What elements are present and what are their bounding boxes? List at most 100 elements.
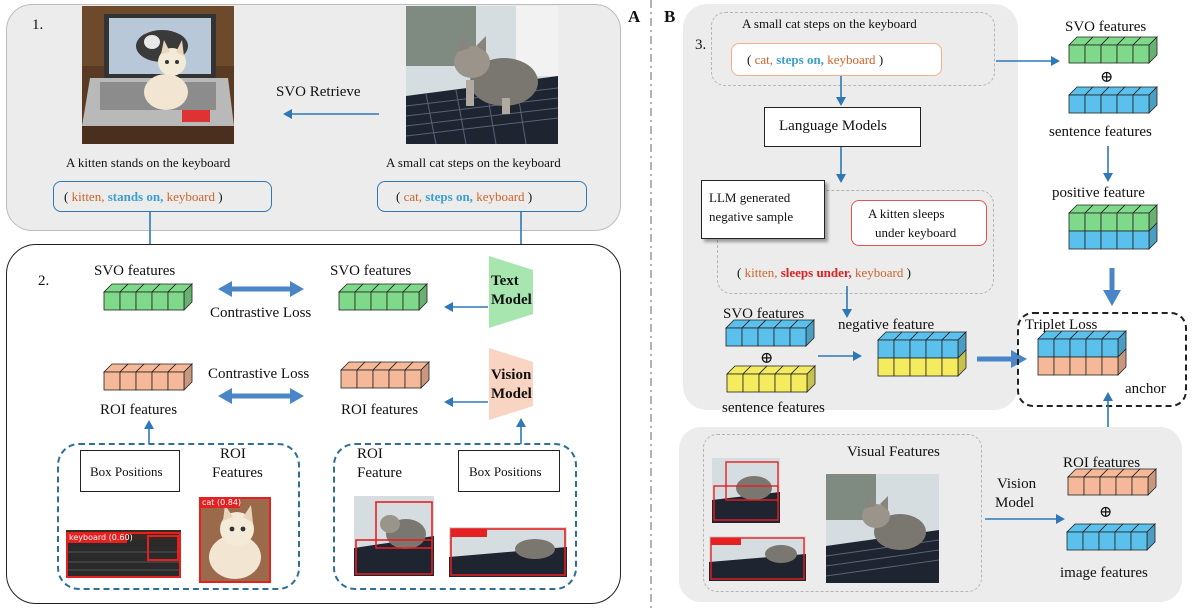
right-caption: A small cat steps on the keyboard (386, 155, 561, 170)
roi-features-title-line1: ROI (220, 446, 246, 462)
panel3-oplus: ⊕ (760, 350, 774, 367)
vision-model-line2: Model (491, 386, 532, 402)
text-model-line1: Text (491, 273, 519, 289)
section-label-a: A (628, 7, 641, 26)
contrastive-loss-bottom: Contrastive Loss (208, 366, 310, 382)
panel3-sentence-features: sentence features (722, 400, 825, 416)
contrastive-loss-top: Contrastive Loss (210, 305, 312, 321)
image-features-label: image features (1060, 565, 1148, 581)
cat-detection-crop: cat (0.84) (199, 497, 271, 583)
visual-crop-1 (712, 458, 780, 523)
triplet-loss-group (1017, 312, 1187, 407)
cat-detection-label: cat (0.84) (202, 498, 242, 507)
keyboard-detection-crop: keyboard (0.60) (66, 530, 181, 578)
panel3-sentence-vector (726, 365, 816, 398)
cat-keyboard-photo (406, 6, 558, 144)
left-svo-box (53, 181, 272, 212)
roi-feature-vector-right (340, 361, 430, 394)
neg-to-feature-arrow (842, 286, 852, 318)
text-model-line2: Model (491, 292, 532, 308)
roi-crop-cat (354, 496, 434, 576)
contrastive-arrow-top (218, 281, 304, 297)
svo-features-left-label: SVO features (94, 263, 176, 279)
box-positions-right (458, 450, 560, 492)
negative-caption-box (851, 200, 987, 246)
panel3-svo-vector (725, 319, 815, 352)
negative-feature-vector (877, 331, 967, 382)
llm-generated-box (701, 180, 825, 239)
triplet-loss-label: Triplet Loss (1025, 317, 1098, 333)
box-positions-left-label: Box Positions (90, 464, 163, 479)
text-model-arrow (444, 302, 488, 312)
right-roi-group (333, 443, 577, 590)
panel3-svo-triplet: ( cat, steps on, keyboard ) (747, 52, 884, 67)
panel3-caption: A small cat steps on the keyboard (742, 16, 917, 31)
box-positions-right-label: Box Positions (469, 464, 542, 479)
right-up-arrow (516, 418, 526, 444)
left-svo-triplet: ( kitten, stands on, keyboard ) (64, 189, 223, 204)
svo-features-right-label: SVO features (330, 263, 412, 279)
roi-features-right-label: ROI features (341, 402, 419, 418)
svo-feature-vector-left (103, 283, 193, 316)
negative-caption-line1: A kitten sleeps (868, 206, 945, 221)
language-models-box (764, 107, 921, 147)
llm-generated-line2: negative sample (709, 209, 794, 224)
visual-full-image (826, 474, 939, 583)
lm-to-neg-arrow (836, 147, 846, 183)
svo-to-lm-arrow (836, 76, 846, 106)
left-up-arrow (144, 420, 154, 444)
vision-model-right-line2: Model (995, 495, 1035, 511)
section-label-b: B (664, 7, 676, 26)
panel3-svo-features: SVO features (723, 306, 805, 322)
section-divider (650, 0, 652, 608)
vision-model-shape (489, 348, 533, 420)
vision-model-arrow (444, 397, 488, 407)
panel3-number: 3. (695, 37, 707, 53)
negative-sample-group (717, 190, 994, 294)
contrastive-arrow-bottom (218, 388, 304, 404)
positive-feature-vector (1068, 204, 1158, 255)
right-svo-features-label: SVO features (1065, 19, 1147, 35)
roi-features-title-line2: Features (212, 465, 263, 481)
kitten-laptop-photo (82, 6, 234, 144)
positive-feature-label: positive feature (1052, 185, 1145, 201)
positive-to-triplet-arrow (1103, 268, 1121, 306)
visual-features-label: Visual Features (847, 444, 940, 460)
svo-retrieve-label: SVO Retrieve (276, 84, 361, 100)
svo-to-right-arrow (996, 56, 1060, 66)
anchor-feature-vector (1037, 330, 1127, 381)
panel1-number: 1. (32, 17, 44, 33)
panel2-number: 2. (38, 273, 50, 289)
roi-feature-vector-left (103, 363, 193, 396)
visual-features-group (703, 434, 982, 592)
visual-crop-2 (709, 536, 806, 581)
roi-feature-title-line2: Feature (357, 465, 402, 481)
negative-to-triplet-arrow (977, 350, 1027, 368)
image-features-vector (1066, 523, 1156, 556)
llm-generated-line1: LLM generated (709, 190, 791, 205)
roi-crop-keyboard (449, 527, 567, 577)
text-model-shape (489, 256, 533, 328)
roi-feature-title-line1: ROI (357, 446, 383, 462)
negative-feature-label: negative feature (838, 317, 935, 333)
sentence-to-positive-arrow (1103, 146, 1113, 182)
anchor-label: anchor (1125, 381, 1166, 397)
right-svo-vector (1068, 36, 1158, 69)
vision-model-line1: Vision (491, 367, 532, 383)
right-svo-triplet: ( cat, steps on, keyboard ) (396, 189, 533, 204)
positive-caption-group (711, 12, 995, 86)
language-models-label: Language Models (779, 118, 887, 134)
right-oplus-top: ⊕ (1100, 69, 1114, 86)
negative-caption-line2: under keyboard (875, 225, 957, 240)
right-oplus-bottom: ⊕ (1099, 504, 1113, 521)
right-svo-box (377, 181, 587, 212)
vision-model-right-arrow (985, 514, 1065, 524)
keyboard-detection-label: keyboard (0.60) (69, 533, 133, 542)
right-roi-features-label: ROI features (1063, 455, 1141, 471)
box-positions-left (80, 450, 180, 492)
right-roi-vector (1067, 468, 1157, 501)
roi-features-left-label: ROI features (100, 402, 178, 418)
left-caption: A kitten stands on the keyboard (66, 155, 231, 170)
right-sentence-vector (1068, 86, 1158, 119)
